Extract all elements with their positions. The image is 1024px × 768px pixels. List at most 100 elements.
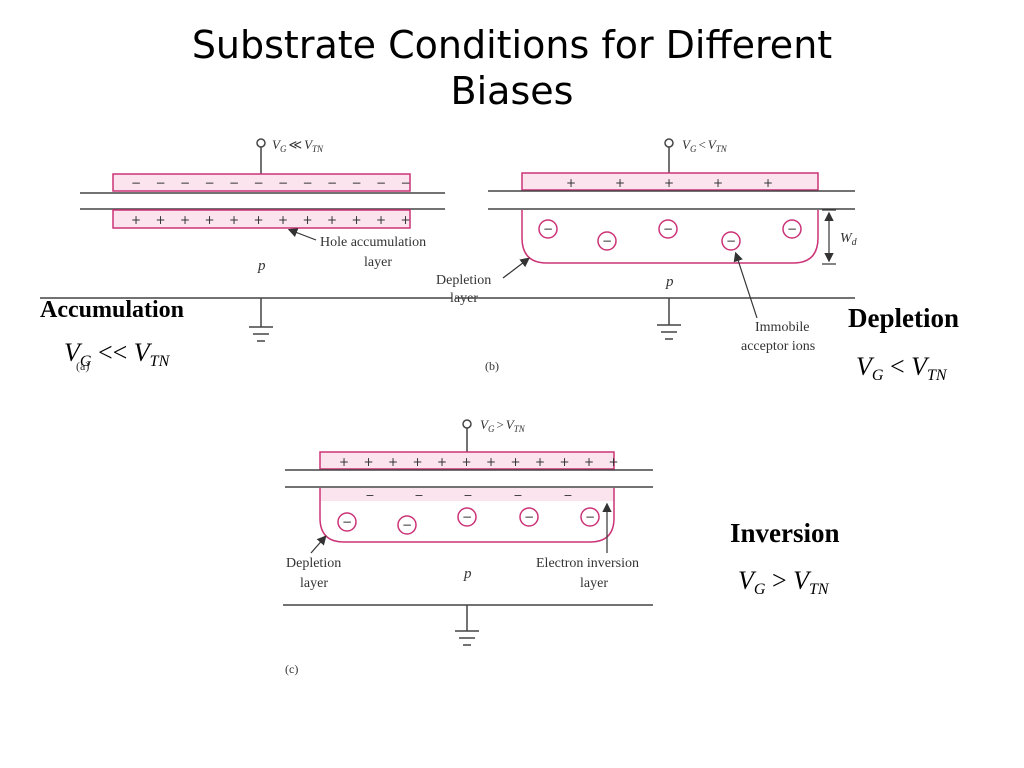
depletion-label-c-1: Depletion [286,556,341,571]
gate-plus-charge: + [412,455,422,469]
caption-a: (a) [76,359,89,373]
gate-minus-charge: − [155,176,165,190]
hole-plus-charge: + [131,213,141,227]
title-line-1: Substrate Conditions for Different [191,23,833,67]
acceptor-ion-sign: − [462,510,472,524]
panel-a: VG≪VTN −−−−−−−−−−−− ++++++++++++ Hole ac… [40,137,452,373]
acceptor-ion [597,231,617,251]
depletion-arrow-b [502,257,530,279]
ground-c [455,605,479,646]
acceptor-ion [538,219,558,239]
gate-label-b: VG<VTN [682,137,728,154]
acceptor-ion-sign: − [342,515,352,529]
panel-b: VG<VTN +++++ −−−−− Wd Depletion layer p [436,137,858,373]
gate-plus-charge: + [535,455,545,469]
depletion-label-b-1: Depletion [436,273,491,288]
gate-plus-charge: + [363,455,373,469]
ions-label-b-1: Immobile [755,320,809,335]
hole-plus-charge: + [278,213,288,227]
acceptor-ion [580,507,600,527]
inversion-electron: − [463,489,472,502]
annot-a-line1: Hole accumulation [320,235,426,250]
gate-plus-charge: + [664,176,674,190]
inversion-electron: − [414,489,423,502]
gate-plus-charge: + [388,455,398,469]
inversion-condition: VG > VTN [738,566,829,598]
gate-minus-charge: − [204,176,214,190]
inversion-label: Inversion [730,518,840,548]
gate-plus-charge: + [461,455,471,469]
accumulation-label: Accumulation [40,297,184,323]
inversion-electrons: −−−−− [365,489,572,502]
acceptor-ion-sign: − [402,518,412,532]
gate-label-a: VG≪VTN [272,137,324,154]
gate-minus-charge: − [278,176,288,190]
acceptor-ion-sign: − [602,234,612,248]
gate-minus-charge: − [400,176,410,190]
hole-plus-charge: + [376,213,386,227]
inversion-layer [320,488,614,501]
hole-charges: ++++++++++++ [131,213,411,227]
acceptor-ion [782,219,802,239]
panel-c: VG>VTN ++++++++++++ −−−−− −−−−− Depletio… [283,417,653,676]
depletion-width-label: Wd [840,231,858,248]
hole-plus-charge: + [155,213,165,227]
substrate-label-b: p [665,274,674,290]
gate-plate-b [521,172,819,191]
gate-plate-a [112,173,411,192]
gate-charges-b: +++++ [566,176,773,190]
inversion-label-c-1: Electron inversion [536,556,639,571]
ions-arrow-b [733,251,758,319]
gate-charges-a: −−−−−−−−−−−− [131,176,411,190]
gate-plate-c [319,451,615,470]
hole-plus-charge: + [351,213,361,227]
hole-plus-charge: + [400,213,410,227]
slide-title: Substrate Conditions for Different Biase… [62,22,962,114]
gate-plus-charge: + [559,455,569,469]
gate-plus-charge: + [510,455,520,469]
acceptor-ion [721,231,741,251]
acceptor-ion [337,512,357,532]
gate-plus-charge: + [437,455,447,469]
gate-minus-charge: − [327,176,337,190]
ground-a [249,298,273,342]
gate-terminal-c [462,419,472,429]
acceptor-ion [397,515,417,535]
inversion-electron: − [513,489,522,502]
depletion-region-b [521,210,819,264]
accumulation-condition: VG << VTN [64,338,170,370]
gate-minus-charge: − [302,176,312,190]
substrate-label-c: p [463,566,472,582]
hole-plus-charge: + [229,213,239,227]
gate-plus-charge: + [584,455,594,469]
acceptor-ion-sign: − [726,234,736,248]
gate-plus-charge: + [713,176,723,190]
acceptor-ions-c: −−−−− [337,507,600,535]
gate-minus-charge: − [351,176,361,190]
depletion-label: Depletion [848,303,959,333]
gate-plus-charge: + [608,455,618,469]
acceptor-ion-sign: − [524,510,534,524]
annot-arrow-a [287,228,317,241]
acceptor-ion-sign: − [787,222,797,236]
annot-a-line2: layer [364,255,392,270]
acceptor-ion-sign: − [663,222,673,236]
hole-plus-charge: + [302,213,312,227]
inversion-electron: − [563,489,572,502]
gate-label-c: VG>VTN [480,417,526,434]
substrate-label-a: p [257,258,266,274]
acceptor-ion [457,507,477,527]
gate-plus-charge: + [615,176,625,190]
ground-b [657,298,681,340]
acceptor-ion [519,507,539,527]
gate-terminal-b [664,138,674,148]
gate-charges-c: ++++++++++++ [339,455,619,469]
gate-minus-charge: − [131,176,141,190]
acceptor-ions-b: −−−−− [538,219,802,251]
gate-minus-charge: − [229,176,239,190]
hole-plus-charge: + [180,213,190,227]
gate-plus-charge: + [566,176,576,190]
inversion-electron: − [365,489,374,502]
